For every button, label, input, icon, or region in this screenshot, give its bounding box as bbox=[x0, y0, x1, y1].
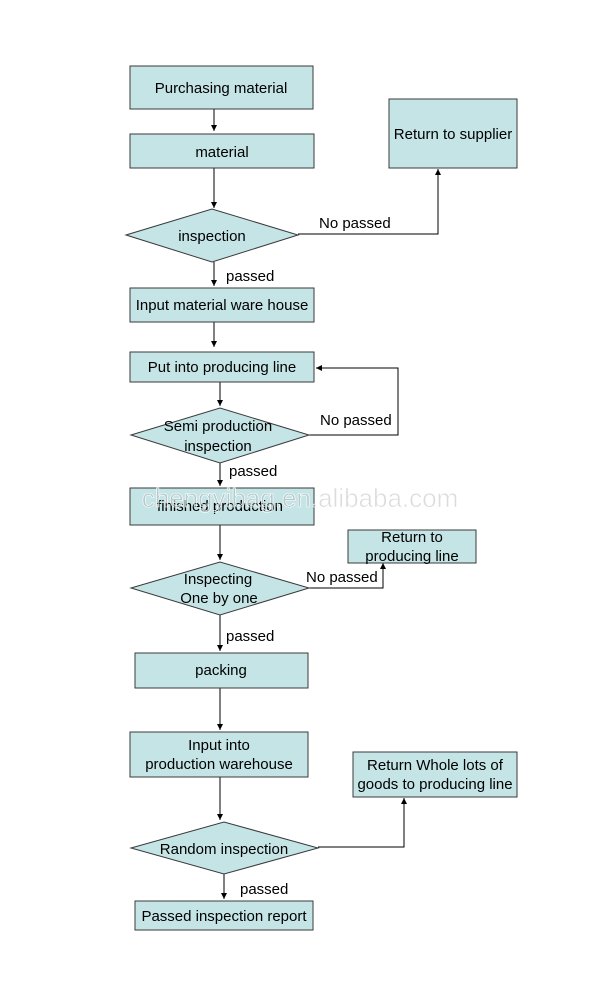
node-label: material bbox=[195, 144, 248, 161]
decision-label: Semi production bbox=[164, 418, 272, 435]
edge-label-no-passed: No passed bbox=[319, 215, 391, 232]
decision-inspection: inspection bbox=[124, 208, 300, 263]
node-label: Return to supplier bbox=[394, 126, 512, 143]
node-label: Passed inspection report bbox=[141, 908, 307, 925]
node-label: Purchasing material bbox=[155, 80, 288, 97]
decision-label: inspection bbox=[184, 438, 252, 455]
node-finished-production: finished production bbox=[129, 487, 315, 526]
node-label: Input into bbox=[188, 737, 250, 754]
node-label: Input material ware house bbox=[136, 297, 309, 314]
node-packing: packing bbox=[134, 652, 309, 689]
node-label: production warehouse bbox=[145, 756, 293, 773]
decision-label: inspection bbox=[178, 228, 246, 245]
node-label: finished production bbox=[157, 498, 283, 515]
node-input-material-warehouse: Input material ware house bbox=[129, 287, 315, 323]
node-label: packing bbox=[195, 662, 247, 679]
node-purchasing-material: Purchasing material bbox=[129, 65, 314, 110]
node-material: material bbox=[129, 133, 315, 169]
decision-label: Random inspection bbox=[160, 841, 288, 858]
arrow-semi-to-put-line bbox=[308, 365, 399, 436]
watermark: chengyibag.en.alibaba.com bbox=[142, 483, 459, 513]
edge-label-passed: passed bbox=[226, 268, 274, 285]
decision-label: Inspecting bbox=[184, 571, 252, 588]
node-return-to-producing-line: Return to producing line bbox=[347, 529, 477, 565]
node-passed-inspection-report: Passed inspection report bbox=[134, 900, 314, 931]
arrow-inspection-to-return-supplier bbox=[298, 169, 441, 235]
decision-semi-production-inspection: Semi production inspection bbox=[129, 407, 311, 464]
decision-inspecting-one-by-one: Inspecting One by one bbox=[129, 561, 311, 616]
node-label: Put into producing line bbox=[148, 359, 296, 376]
edge-label-passed: passed bbox=[229, 463, 277, 480]
edge-label-no-passed: No passed bbox=[320, 412, 392, 429]
decision-random-inspection: Random inspection bbox=[129, 821, 320, 875]
arrow-random-to-return-whole bbox=[318, 798, 407, 848]
node-return-to-supplier: Return to supplier bbox=[388, 98, 518, 169]
node-input-production-warehouse: Input into production warehouse bbox=[129, 731, 309, 778]
node-return-whole-lots: Return Whole lots of goods to producing … bbox=[352, 751, 518, 798]
node-label: Return to bbox=[381, 529, 443, 546]
node-label: Return Whole lots of bbox=[367, 757, 504, 774]
edge-label-no-passed: No passed bbox=[306, 569, 378, 586]
connectors bbox=[211, 109, 441, 899]
edge-label-passed: passed bbox=[240, 881, 288, 898]
arrow-one-by-one-to-return-line bbox=[308, 563, 386, 589]
edge-label-passed: passed bbox=[226, 628, 274, 645]
decision-label: One by one bbox=[180, 590, 258, 607]
node-label: producing line bbox=[365, 548, 458, 565]
node-label: goods to producing line bbox=[357, 776, 512, 793]
node-put-into-producing-line: Put into producing line bbox=[129, 351, 315, 383]
